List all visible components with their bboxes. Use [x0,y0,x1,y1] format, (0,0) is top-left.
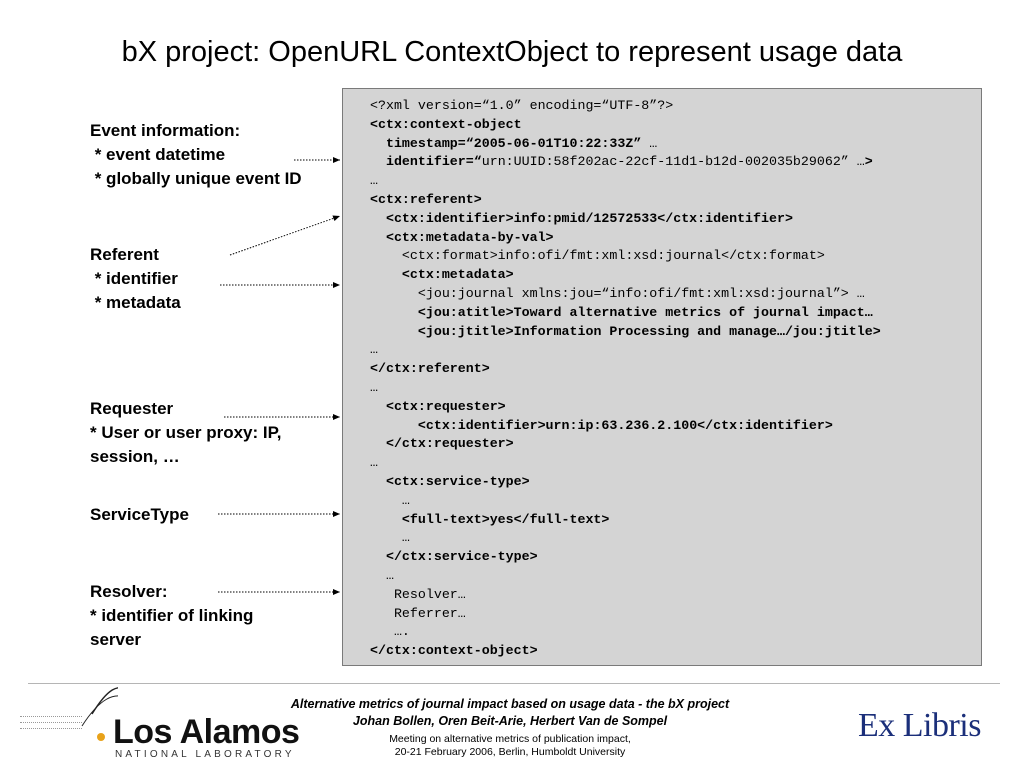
code-line: <ctx:metadata> [370,266,981,285]
code-segment: <ctx:metadata-by-val> [385,229,554,245]
code-line: </ctx:service-type> [370,548,981,567]
los-alamos-dot-icon [97,733,105,741]
label-line: server [90,630,142,649]
code-line: <ctx:service-type> [370,473,981,492]
code-segment: …. [393,624,410,640]
label-line: session, … [90,447,180,466]
code-segment: <ctx:format>info:ofi/fmt:xml:xsd:journal… [401,248,825,264]
code-segment: … [370,379,378,395]
code-line: <ctx:format>info:ofi/fmt:xml:xsd:journal… [370,247,981,266]
code-segment: Resolver… [393,586,466,602]
label-requester: Requester * User or user proxy: IP, sess… [90,397,282,469]
code-line: <?xml version=“1.0” encoding=“UTF-8”?> [370,97,981,116]
code-segment: <jou:jtitle>Information Processing and m… [417,323,881,339]
footer-meeting-date: 20-21 February 2006, Berlin, Humboldt Un… [394,746,626,758]
label-event-information: Event information: * event datetime * gl… [90,119,302,191]
code-segment: <full-text>yes</full-text> [401,511,610,527]
code-line: <ctx:identifier>info:pmid/12572533</ctx:… [370,210,981,229]
code-segment: </ctx:requester> [385,436,514,452]
code-line: <ctx:referent> [370,191,981,210]
code-segment: > [864,154,873,170]
code-segment: … [385,567,394,583]
label-line: ServiceType [90,505,189,524]
code-segment: <ctx:identifier>urn:ip:63.236.2.100</ctx… [417,417,833,433]
code-segment: … [641,135,658,151]
code-segment: <ctx:context-object [370,116,522,132]
label-referent: Referent * identifier * metadata [90,243,181,315]
code-line: <ctx:requester> [370,398,981,417]
code-line: <ctx:metadata-by-val> [370,229,981,248]
slide-title: bX project: OpenURL ContextObject to rep… [121,36,903,68]
code-line: … [370,529,981,548]
arrow-referent [229,215,341,256]
code-line: … [370,454,981,473]
label-line: Requester [90,399,174,418]
code-segment: Referrer… [393,605,466,621]
label-line: * identifier of linking [90,606,254,625]
code-segment: <?xml version=“1.0” encoding=“UTF-8”?> [370,98,674,113]
code-segment: … [370,455,378,471]
code-line: identifier=“urn:UUID:58f202ac-22cf-11d1-… [370,153,981,172]
los-alamos-wordmark: Los Alamos [113,713,300,751]
label-servicetype: ServiceType [90,503,189,527]
code-line: </ctx:context-object> [370,642,981,661]
xml-code-box: <?xml version=“1.0” encoding=“UTF-8”?> <c… [342,88,982,666]
code-line: …. [370,623,981,642]
code-segment: … [370,342,378,358]
code-segment: timestamp=“2005-06-01T10:22:33Z” [385,135,642,151]
footer-divider [28,683,1000,684]
label-line: Resolver: [90,582,168,601]
code-line: … [370,379,981,398]
label-line: * globally unique event ID [90,169,302,188]
code-segment: … [370,173,378,189]
code-line: timestamp=“2005-06-01T10:22:33Z” … [370,135,981,154]
code-line: Resolver… [370,586,981,605]
ex-libris-logo: Ex Libris [858,707,981,744]
footer-meeting: Meeting on alternative metrics of public… [389,733,631,745]
code-segment: <ctx:referent> [370,191,482,207]
code-segment: </ctx:service-type> [385,549,538,565]
code-line: … [370,492,981,511]
label-resolver: Resolver: * identifier of linking server [90,580,253,652]
footer-authors: Johan Bollen, Oren Beit-Arie, Herbert Va… [352,714,668,728]
label-line: * metadata [90,293,181,312]
code-segment: <ctx:identifier>info:pmid/12572533</ctx:… [385,210,793,226]
los-alamos-logo-icon [81,687,118,727]
code-line: </ctx:requester> [370,435,981,454]
code-line: <jou:journal xmlns:jou=“info:ofi/fmt:xml… [370,285,981,304]
code-line: <jou:atitle>Toward alternative metrics o… [370,304,981,323]
code-segment: <jou:journal xmlns:jou=“info:ofi/fmt:xml… [417,285,865,301]
label-line: * event datetime [90,145,226,164]
los-alamos-fine-print [20,713,82,729]
code-segment: <ctx:requester> [385,398,506,414]
code-line: … [370,172,981,191]
code-line: … [370,341,981,360]
los-alamos-subtitle: NATIONAL LABORATORY [115,749,295,760]
code-segment: </ctx:referent> [370,361,490,377]
code-segment: … [401,530,410,546]
label-line: Referent [90,245,159,264]
code-line: </ctx:referent> [370,360,981,379]
code-line: <ctx:identifier>urn:ip:63.236.2.100</ctx… [370,417,981,436]
code-line: <full-text>yes</full-text> [370,511,981,530]
code-line: Referrer… [370,605,981,624]
code-line: <jou:jtitle>Information Processing and m… [370,323,981,342]
label-line: * identifier [90,269,178,288]
code-segment: identifier=“ [385,154,482,170]
label-line: * User or user proxy: IP, [90,423,282,442]
footer-title: Alternative metrics of journal impact ba… [290,697,730,711]
code-line: <ctx:context-object [370,116,981,135]
code-segment: <ctx:service-type> [385,473,530,489]
code-segment: <jou:atitle>Toward alternative metrics o… [417,304,873,320]
code-segment: … [401,492,410,508]
code-segment: <ctx:metadata> [401,267,514,283]
code-segment: </ctx:context-object> [370,643,538,659]
label-line: Event information: [90,121,241,140]
code-segment: urn:UUID:58f202ac-22cf-11d1-b12d-002035b… [481,154,865,170]
code-line: … [370,567,981,586]
